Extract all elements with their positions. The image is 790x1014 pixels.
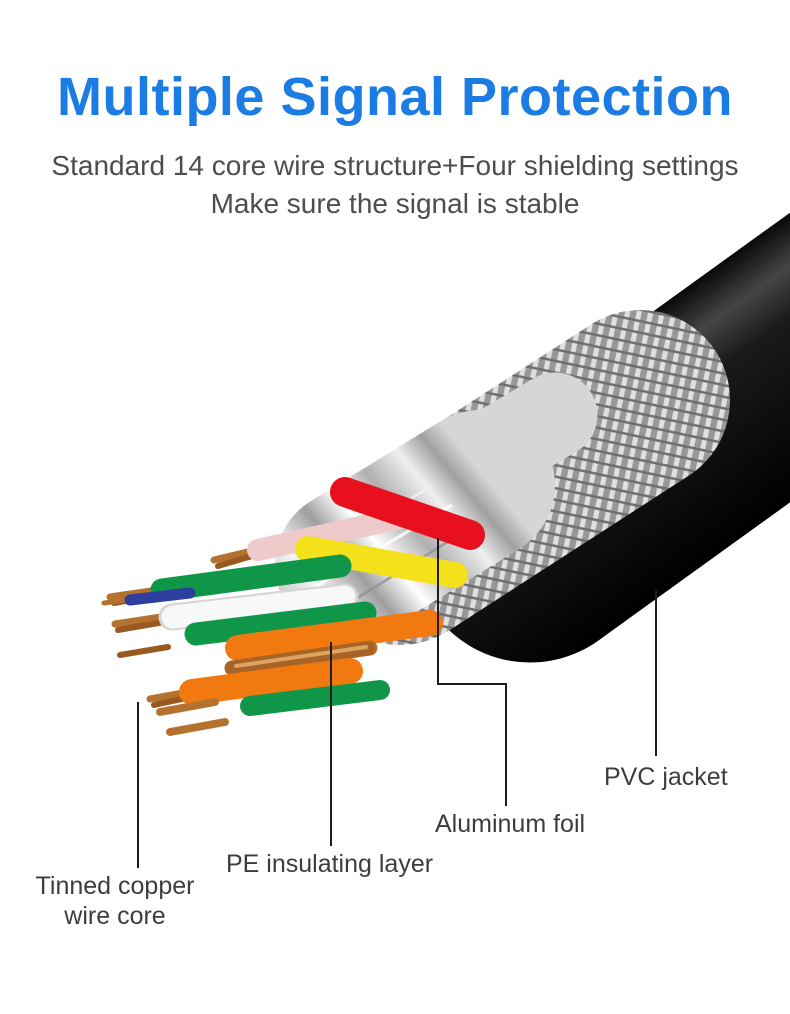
wire-orange-b <box>146 658 363 708</box>
wire-pink-body <box>247 507 411 561</box>
wire-blue-body <box>124 587 196 606</box>
label-tinned-line-1: Tinned copper <box>35 872 195 900</box>
wire-yellow-body <box>295 536 468 588</box>
wire-orange-a-body <box>225 610 443 661</box>
leader-line-aluminum-foil <box>437 538 507 806</box>
wire-white-body <box>161 585 356 629</box>
wire-white <box>111 583 359 633</box>
label-tinned-copper-wire-core: Tinned copper wire core <box>25 872 205 931</box>
label-pe-insulating-layer: PE insulating layer <box>226 850 434 878</box>
label-tinned-line-2: wire core <box>64 901 166 930</box>
wire-green-body <box>150 554 352 602</box>
copper-strand <box>156 698 219 716</box>
wire-orange-b-body <box>179 658 363 705</box>
wire-red-body <box>330 477 485 550</box>
label-pvc-jacket: PVC jacket <box>604 763 728 791</box>
copper-strand <box>117 644 171 658</box>
copper-drain-highlight <box>234 645 368 668</box>
subtitle-line-2: Make sure the signal is stable <box>210 188 580 219</box>
wire-blue <box>101 587 196 606</box>
wire-bundle <box>101 477 485 736</box>
wire-copper-drain <box>224 640 378 676</box>
subtitle-line-1: Standard 14 core wire structure+Four shi… <box>51 150 739 181</box>
leader-lines <box>137 538 657 868</box>
label-aluminum-foil: Aluminum foil <box>435 810 586 838</box>
wire-green-b-body <box>184 601 377 646</box>
page-title: Multiple Signal Protection <box>56 67 734 127</box>
copper-strand <box>166 718 229 736</box>
wire-green-c-body <box>240 680 390 716</box>
wire-pink <box>210 507 411 569</box>
